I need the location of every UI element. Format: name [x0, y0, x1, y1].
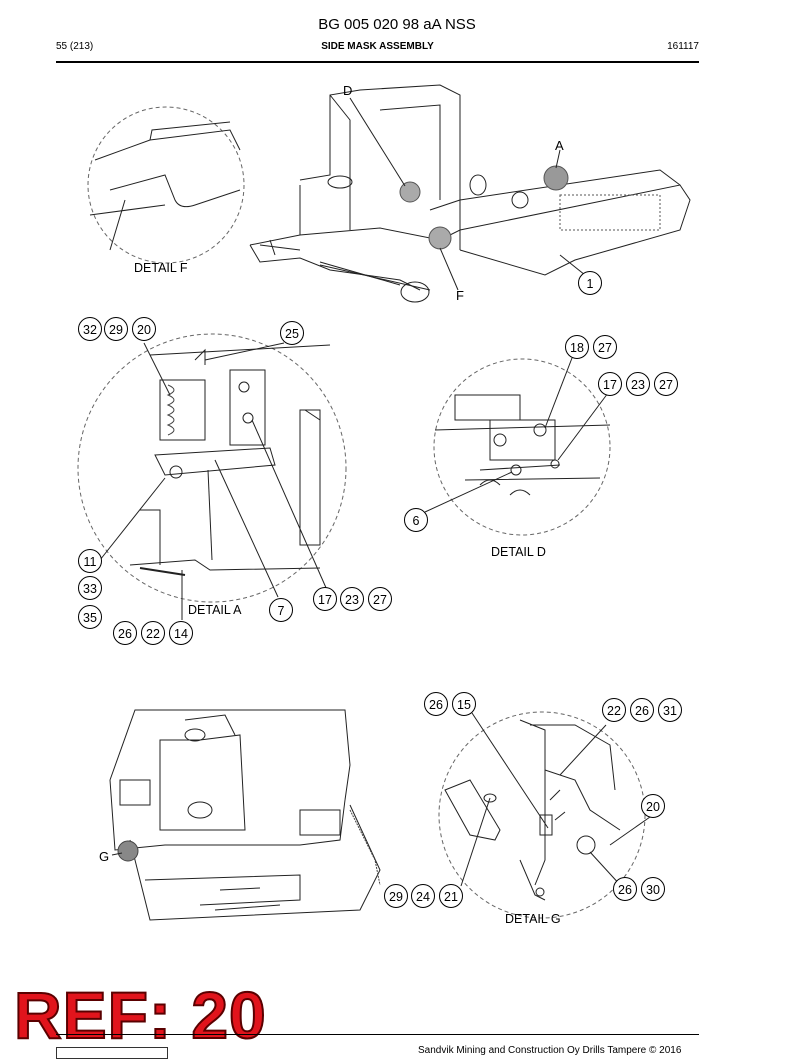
detail-f-view [87, 106, 245, 264]
callout: 22 [602, 698, 626, 722]
callout: 6 [404, 508, 428, 532]
caption-detail-f: DETAIL F [134, 261, 188, 275]
callout: 23 [626, 372, 650, 396]
view-letter-a: A [555, 138, 564, 153]
callout: 27 [593, 335, 617, 359]
callout: 24 [411, 884, 435, 908]
callout: 26 [424, 692, 448, 716]
view-letter-d: D [343, 83, 353, 98]
callout: 32 [78, 317, 102, 341]
callout: 17 [598, 372, 622, 396]
callout: 11 [78, 549, 102, 573]
callout: 33 [78, 576, 102, 600]
footer-logo [56, 1047, 168, 1059]
ref-watermark: REF: 20 [13, 978, 267, 1052]
header-rule [56, 61, 699, 63]
callout: 26 [613, 877, 637, 901]
callout: 30 [641, 877, 665, 901]
callout: 26 [113, 621, 137, 645]
document-title: BG 005 020 98 aA NSS [318, 16, 476, 33]
callout: 29 [104, 317, 128, 341]
callout: 20 [132, 317, 156, 341]
callout: 1 [578, 271, 602, 295]
callout: 23 [340, 587, 364, 611]
callout: 26 [630, 698, 654, 722]
callout: 7 [269, 598, 293, 622]
callout: 25 [280, 321, 304, 345]
callout: 22 [141, 621, 165, 645]
caption-detail-g: DETAIL G [505, 912, 561, 926]
callout: 21 [439, 884, 463, 908]
callout: 20 [641, 794, 665, 818]
caption-detail-d: DETAIL D [491, 545, 546, 559]
callout: 14 [169, 621, 193, 645]
callout: 29 [384, 884, 408, 908]
detail-g-view [438, 711, 651, 919]
revision-date: 161117 [667, 41, 699, 52]
callout: 31 [658, 698, 682, 722]
callout: 17 [313, 587, 337, 611]
callout: 15 [452, 692, 476, 716]
detail-d-view [424, 357, 611, 536]
view-letter-g: G [99, 849, 110, 864]
callout: 27 [654, 372, 678, 396]
lower-assembly-view [109, 709, 381, 921]
callout: 18 [565, 335, 589, 359]
main-assembly-view [249, 84, 691, 303]
detail-a-view [77, 333, 347, 620]
footer-rule [56, 1034, 699, 1035]
footer-copyright: Sandvik Mining and Construction Oy Drill… [418, 1045, 682, 1056]
callout: 27 [368, 587, 392, 611]
callout: 35 [78, 605, 102, 629]
page-number: 55 (213) [56, 41, 94, 52]
caption-detail-a: DETAIL A [188, 603, 242, 617]
view-letter-f: F [456, 288, 464, 303]
section-title: SIDE MASK ASSEMBLY [321, 41, 434, 52]
